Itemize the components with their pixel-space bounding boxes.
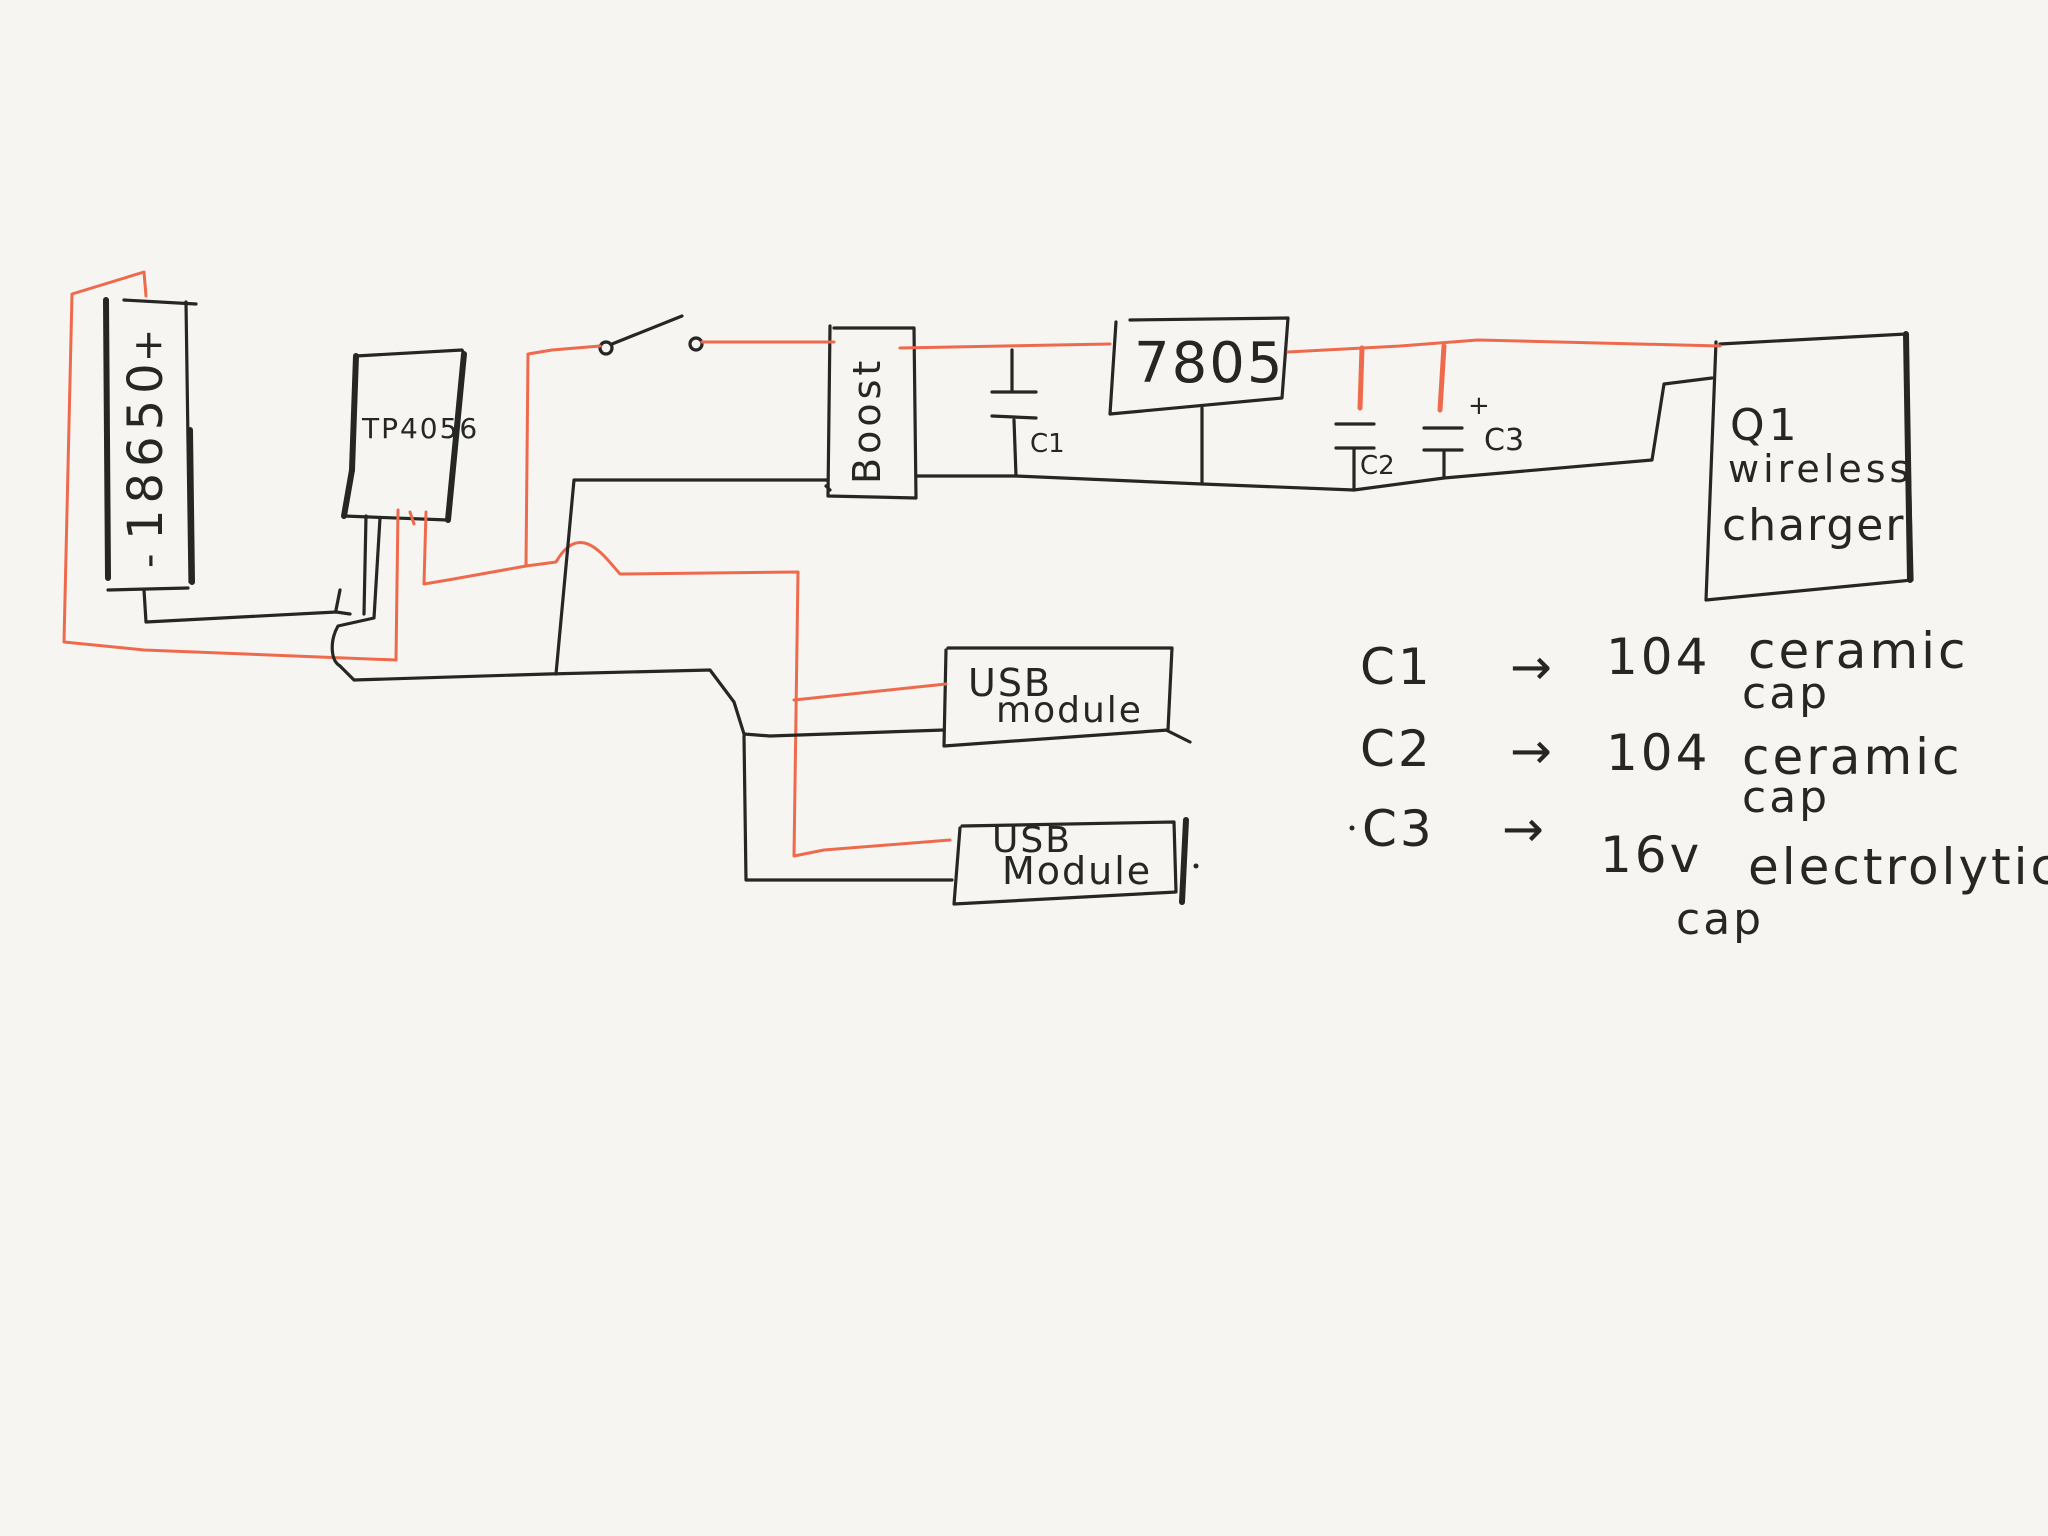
usb-module-1: USB module — [942, 646, 1192, 748]
charger-label-line3: charger — [1722, 500, 1905, 551]
note-c3-desc1: electrolytic — [1748, 838, 2048, 896]
usb-module-2: USB Module — [952, 817, 1199, 906]
note-c1-ref: C1 — [1360, 638, 1433, 696]
component-notes: C1 → 104 ceramic cap C2 → 104 ceramic ca… — [1349, 622, 2048, 945]
note-c1-desc2: cap — [1742, 668, 1830, 719]
tp4056-label: TP4056 — [361, 412, 479, 445]
positive-wires — [62, 270, 1722, 858]
c3-label: C3 — [1484, 423, 1524, 458]
capacitor-c3: + C3 — [1422, 343, 1524, 480]
note-c2-arrow: → — [1510, 722, 1555, 780]
c2-label: C2 — [1360, 451, 1395, 481]
note-c3-desc2: cap — [1676, 894, 1764, 945]
capacitor-c2: C2 — [1334, 345, 1395, 492]
usb2-label-line2: Module — [1002, 849, 1152, 893]
c1-label: C1 — [1030, 429, 1065, 459]
usb1-label-line2: module — [996, 690, 1143, 731]
note-c1: C1 → 104 ceramic cap — [1360, 622, 1969, 719]
ground-wires — [142, 376, 1714, 882]
note-c2-ref: C2 — [1360, 720, 1433, 778]
note-c1-value: 104 — [1606, 628, 1710, 686]
battery-18650: + 18650 - — [103, 297, 198, 592]
battery-plus-sign: + — [132, 322, 166, 368]
note-c3-arrow: → — [1502, 800, 1547, 858]
note-c3-ref: C3 — [1362, 800, 1435, 858]
qi-wireless-charger: Q1 wireless charger — [1704, 331, 1914, 602]
note-c3-value: 16v — [1600, 826, 1702, 884]
usb1-label-line1: USB — [968, 661, 1052, 705]
charger-label-line1: Q1 — [1730, 400, 1801, 451]
note-c2-value: 104 — [1606, 724, 1710, 782]
battery-label: 18650 — [118, 357, 174, 540]
battery-minus-sign: - — [126, 554, 172, 568]
note-c3: C3 → 16v electrolytic cap — [1349, 800, 2048, 945]
c3-plus-sign: + — [1468, 391, 1490, 421]
capacitor-c1: C1 — [990, 348, 1065, 478]
tp4056-module: TP4056 — [341, 348, 479, 523]
charger-label-line2: wireless — [1728, 447, 1913, 491]
regulator-7805: 7805 — [1108, 316, 1290, 486]
note-c1-desc1: ceramic — [1748, 622, 1969, 680]
note-c2: C2 → 104 ceramic cap — [1360, 720, 1963, 823]
boost-label: Boost — [845, 357, 889, 484]
note-c2-desc2: cap — [1742, 772, 1830, 823]
regulator-label: 7805 — [1134, 331, 1285, 396]
usb2-label-line1: USB — [992, 820, 1072, 861]
boost-converter: Boost — [824, 324, 918, 500]
power-switch — [598, 314, 704, 356]
note-c1-arrow: → — [1510, 638, 1555, 696]
note-c2-desc1: ceramic — [1742, 728, 1963, 786]
